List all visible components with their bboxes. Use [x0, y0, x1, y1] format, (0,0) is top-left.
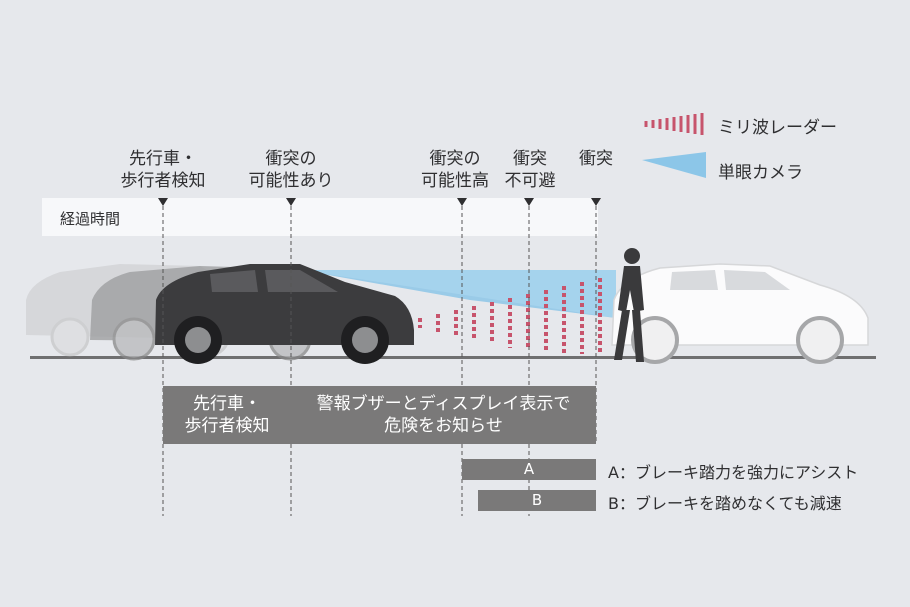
time-axis-bar: [42, 198, 598, 236]
milestone-label-line: 衝突: [579, 149, 613, 169]
milestone-label-line: 不可避: [504, 171, 556, 191]
detection-stage-line: 先行車・: [193, 394, 261, 414]
milestone-label-line: 先行車・: [129, 149, 197, 169]
milestone-marker-1: [158, 198, 168, 206]
milestone-label-detect: 先行車・ 歩行者検知: [112, 148, 214, 192]
milestone-label-line: 可能性高: [421, 171, 489, 191]
camera-legend-label: 単眼カメラ: [718, 163, 803, 183]
milestone-label-line: 可能性あり: [248, 171, 334, 191]
pedestrian: [614, 248, 644, 362]
warning-stage-box: 警報ブザーとディスプレイ表示で 危険をお知らせ: [291, 386, 596, 444]
radar-legend-swatch: [644, 113, 704, 135]
action-a-description: A：ブレーキ踏力を強力にアシスト: [608, 463, 859, 482]
milestone-label-line: 衝突の: [265, 149, 317, 169]
action-bar-b-label: B: [531, 491, 543, 509]
action-bar-b: [478, 490, 596, 511]
radar-legend-label: ミリ波レーダー: [718, 118, 837, 138]
detection-stage-line: 歩行者検知: [184, 416, 270, 436]
time-axis-label: 経過時間: [60, 210, 121, 228]
road-line: [30, 356, 876, 359]
milestone-marker-2: [286, 198, 296, 206]
camera-detection-cone-highlight: [300, 270, 616, 318]
action-bar-a-label: A: [523, 460, 535, 478]
milestone-marker-5: [591, 198, 601, 206]
milestone-label-line: 歩行者検知: [120, 171, 206, 191]
action-b-description: B：ブレーキを踏めなくても減速: [608, 494, 842, 513]
warning-stage-line: 警報ブザーとディスプレイ表示で: [316, 394, 571, 414]
milestone-label-line: 衝突: [513, 149, 547, 169]
milestone-label-line: 衝突の: [429, 149, 481, 169]
warning-stage-line: 危険をお知らせ: [384, 416, 503, 436]
milestone-label-high: 衝突の 可能性高: [408, 148, 502, 192]
milestone-label-unavoidable: 衝突 不可避: [498, 148, 562, 192]
action-bar-a: [462, 459, 596, 480]
milestone-label-possible: 衝突の 可能性あり: [240, 148, 342, 192]
preceding-vehicle: [611, 263, 869, 364]
detection-stage-box: 先行車・ 歩行者検知: [163, 386, 291, 444]
milestone-guides: [162, 206, 597, 516]
camera-legend-swatch: [642, 152, 706, 178]
milestone-label-collision: 衝突: [568, 148, 624, 170]
own-vehicle: [155, 264, 414, 364]
radar-waves: [418, 278, 602, 354]
milestone-marker-4: [524, 198, 534, 206]
milestone-marker-3: [457, 198, 467, 206]
